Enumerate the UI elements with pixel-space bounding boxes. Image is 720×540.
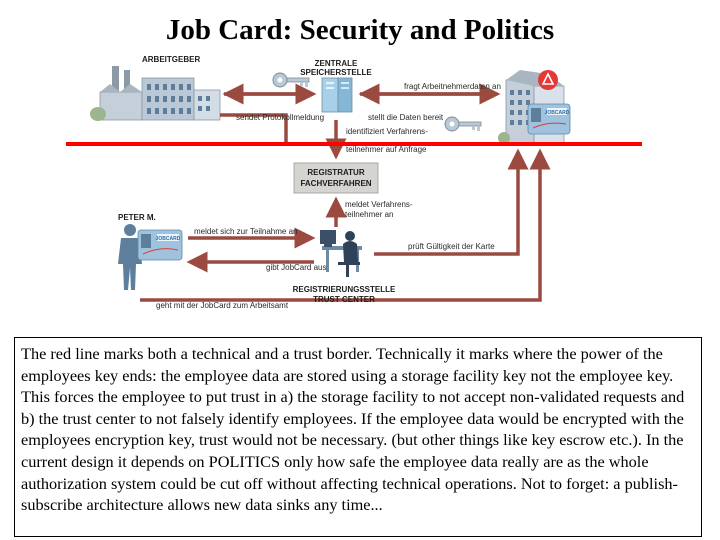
card-text: JOBCARD xyxy=(156,236,181,242)
clerk-at-desk-icon xyxy=(320,230,362,277)
card-icon: JOBCARD xyxy=(137,229,183,261)
person-icon xyxy=(118,224,142,290)
meldet-vt-label: teilnehmer an xyxy=(345,210,393,219)
identifiziert-label: teilnehmer auf Anfrage xyxy=(346,145,427,154)
fragt-label: fragt Arbeitnehmerdaten an xyxy=(404,82,501,91)
arrow-sendet-protokoll xyxy=(220,113,288,142)
flow-arrows xyxy=(140,83,551,302)
server-icon xyxy=(321,77,353,113)
jobcard-diagram: JOBCARD REGISTRATUR FACHVERFAHREN JOBCAR… xyxy=(66,55,642,310)
description-text-box: The red line marks both a technical and … xyxy=(14,337,702,537)
arrow-prueft-gueltigkeit xyxy=(374,148,529,256)
gibt-label: gibt JobCard aus xyxy=(266,263,326,272)
registrierung-label: REGISTRIERUNGSSTELLE xyxy=(293,285,396,294)
arrow-geht-zum-arbeitsamt xyxy=(140,148,551,302)
registrierung-label: TRUST CENTER xyxy=(313,295,375,304)
card-icon: JOBCARD xyxy=(527,103,571,135)
prueft-label: prüft Gültigkeit der Karte xyxy=(408,242,495,251)
factory-icon xyxy=(90,66,221,121)
key-icon xyxy=(444,116,482,132)
zentrale-label: SPEICHERSTELLE xyxy=(300,68,372,77)
page-title: Job Card: Security and Politics xyxy=(165,14,555,46)
meldet-vt-label: meldet Verfahrens- xyxy=(345,200,413,209)
arbeitgeber-label: ARBEITGEBER xyxy=(142,55,200,64)
registratur-box: REGISTRATUR FACHVERFAHREN xyxy=(293,162,379,194)
geht-label: geht mit der JobCard zum Arbeitsamt xyxy=(156,301,289,310)
card-text: JOBCARD xyxy=(545,110,570,116)
key-icon xyxy=(272,72,310,88)
zentrale-label: ZENTRALE xyxy=(315,59,358,68)
registratur-label: REGISTRATUR xyxy=(307,168,364,177)
meldet-sich-label: meldet sich zur Teilnahme an xyxy=(194,227,297,236)
identifiziert-label: identifiziert Verfahrens- xyxy=(346,127,428,136)
peter-label: PETER M. xyxy=(118,213,156,222)
sendet-label: sendet Protokollmeldung xyxy=(236,113,324,122)
stellt-label: stellt die Daten bereit xyxy=(368,113,444,122)
registratur-label: FACHVERFAHREN xyxy=(300,179,371,188)
